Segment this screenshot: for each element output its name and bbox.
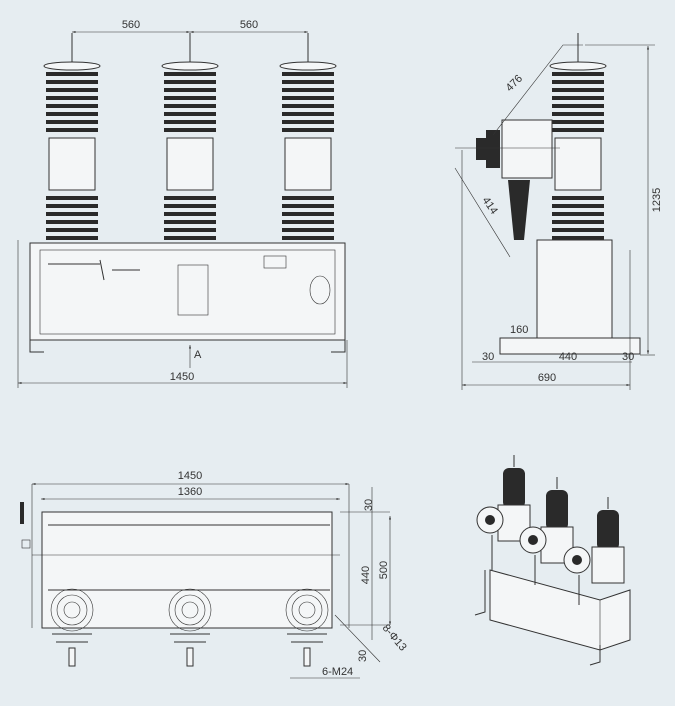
- bottom-terminals: [50, 588, 329, 667]
- dim-500: 500: [378, 561, 390, 579]
- dim-690: 690: [538, 372, 556, 384]
- mechanism-box: [29, 242, 346, 341]
- dim-30-top: 30: [363, 499, 375, 511]
- dim-1450-bottom: 1450: [178, 470, 202, 482]
- dim-1235: 1235: [651, 188, 663, 212]
- dim-414: 414: [480, 195, 500, 217]
- isometric-view: [474, 455, 631, 666]
- terminals-label: 6-M24: [322, 666, 353, 678]
- dim-440-bottom: 440: [360, 566, 372, 584]
- side-view: 476 414 1235 160 30 440 30 690: [454, 32, 663, 390]
- bottom-view: 1450 1360 30 440 500 30 8-Φ13 6-M24: [20, 470, 409, 679]
- dim-1360: 1360: [178, 486, 202, 498]
- dim-560-left: 560: [122, 19, 140, 31]
- dim-30-right: 30: [622, 351, 634, 363]
- insulator-pole-3: [279, 32, 337, 265]
- view-marker-a: A: [194, 349, 202, 361]
- side-insulator: [549, 32, 607, 265]
- dim-1450-front: 1450: [170, 371, 194, 383]
- dim-440-side: 440: [559, 351, 577, 363]
- mount-holes-label: 8-Φ13: [380, 622, 409, 653]
- dim-160: 160: [510, 324, 528, 336]
- dim-30-left: 30: [482, 351, 494, 363]
- insulator-pole-2: [161, 32, 219, 265]
- dim-476: 476: [504, 73, 525, 94]
- front-view: 560 560 A 1450: [17, 19, 348, 388]
- base-frame: [41, 511, 333, 629]
- horizontal-bushing: [501, 119, 553, 179]
- dim-560-right: 560: [240, 19, 258, 31]
- insulator-pole-1: [43, 32, 101, 265]
- dim-30-edge: 30: [357, 650, 369, 662]
